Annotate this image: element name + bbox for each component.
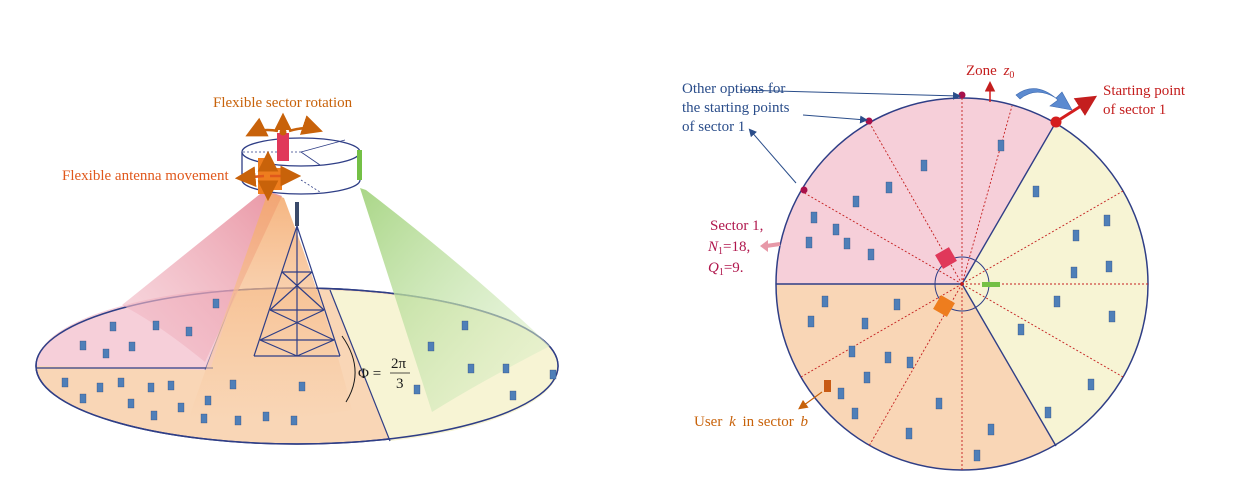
center-panel-orange <box>933 295 955 317</box>
label-flexible-rotation: Flexible sector rotation <box>213 95 353 111</box>
center-panel-pink <box>935 247 957 269</box>
left-3d-figure <box>35 112 559 445</box>
label-flexible-movement: Flexible antenna movement <box>62 168 229 184</box>
antenna-panel-green <box>357 150 362 180</box>
highlighted-user <box>824 380 831 392</box>
label-phi: Φ = <box>358 366 381 382</box>
phi-arc <box>341 335 356 403</box>
label-sector-q: Q1=9. <box>708 260 744 278</box>
rotation-arrows <box>245 112 323 137</box>
center-panel-green <box>982 282 1000 287</box>
label-phi-denominator: 3 <box>396 376 404 392</box>
label-other-options-line2: the starting points <box>682 100 790 116</box>
label-phi-numerator: 2π <box>391 356 407 372</box>
label-other-options-line3: of sector 1 <box>682 119 745 135</box>
rotation-curved-icon <box>1015 88 1073 111</box>
beam-green <box>360 188 550 412</box>
label-starting-point-line2: of sector 1 <box>1103 102 1166 118</box>
right-top-view <box>739 81 1149 471</box>
left-users <box>61 298 557 426</box>
right-users <box>805 139 1116 462</box>
beam-pink <box>122 190 282 362</box>
label-user-k: User k in sector b <box>694 414 808 430</box>
movement-arrows <box>234 150 302 202</box>
start-point-alt-3 <box>800 186 808 194</box>
disc-sector-pink <box>776 98 1056 284</box>
label-sector-n: N1=18, <box>707 239 750 257</box>
label-zone: Zone z0 <box>966 63 1014 81</box>
start-point-alt-2 <box>865 117 873 125</box>
label-starting-point-line1: Starting point <box>1103 83 1186 99</box>
start-point-alt-1 <box>958 91 966 99</box>
tower <box>253 202 341 357</box>
antenna-panel-pink <box>277 133 289 161</box>
label-sector-1: Sector 1, <box>710 218 763 234</box>
label-other-options-line1: Other options for <box>682 81 785 97</box>
